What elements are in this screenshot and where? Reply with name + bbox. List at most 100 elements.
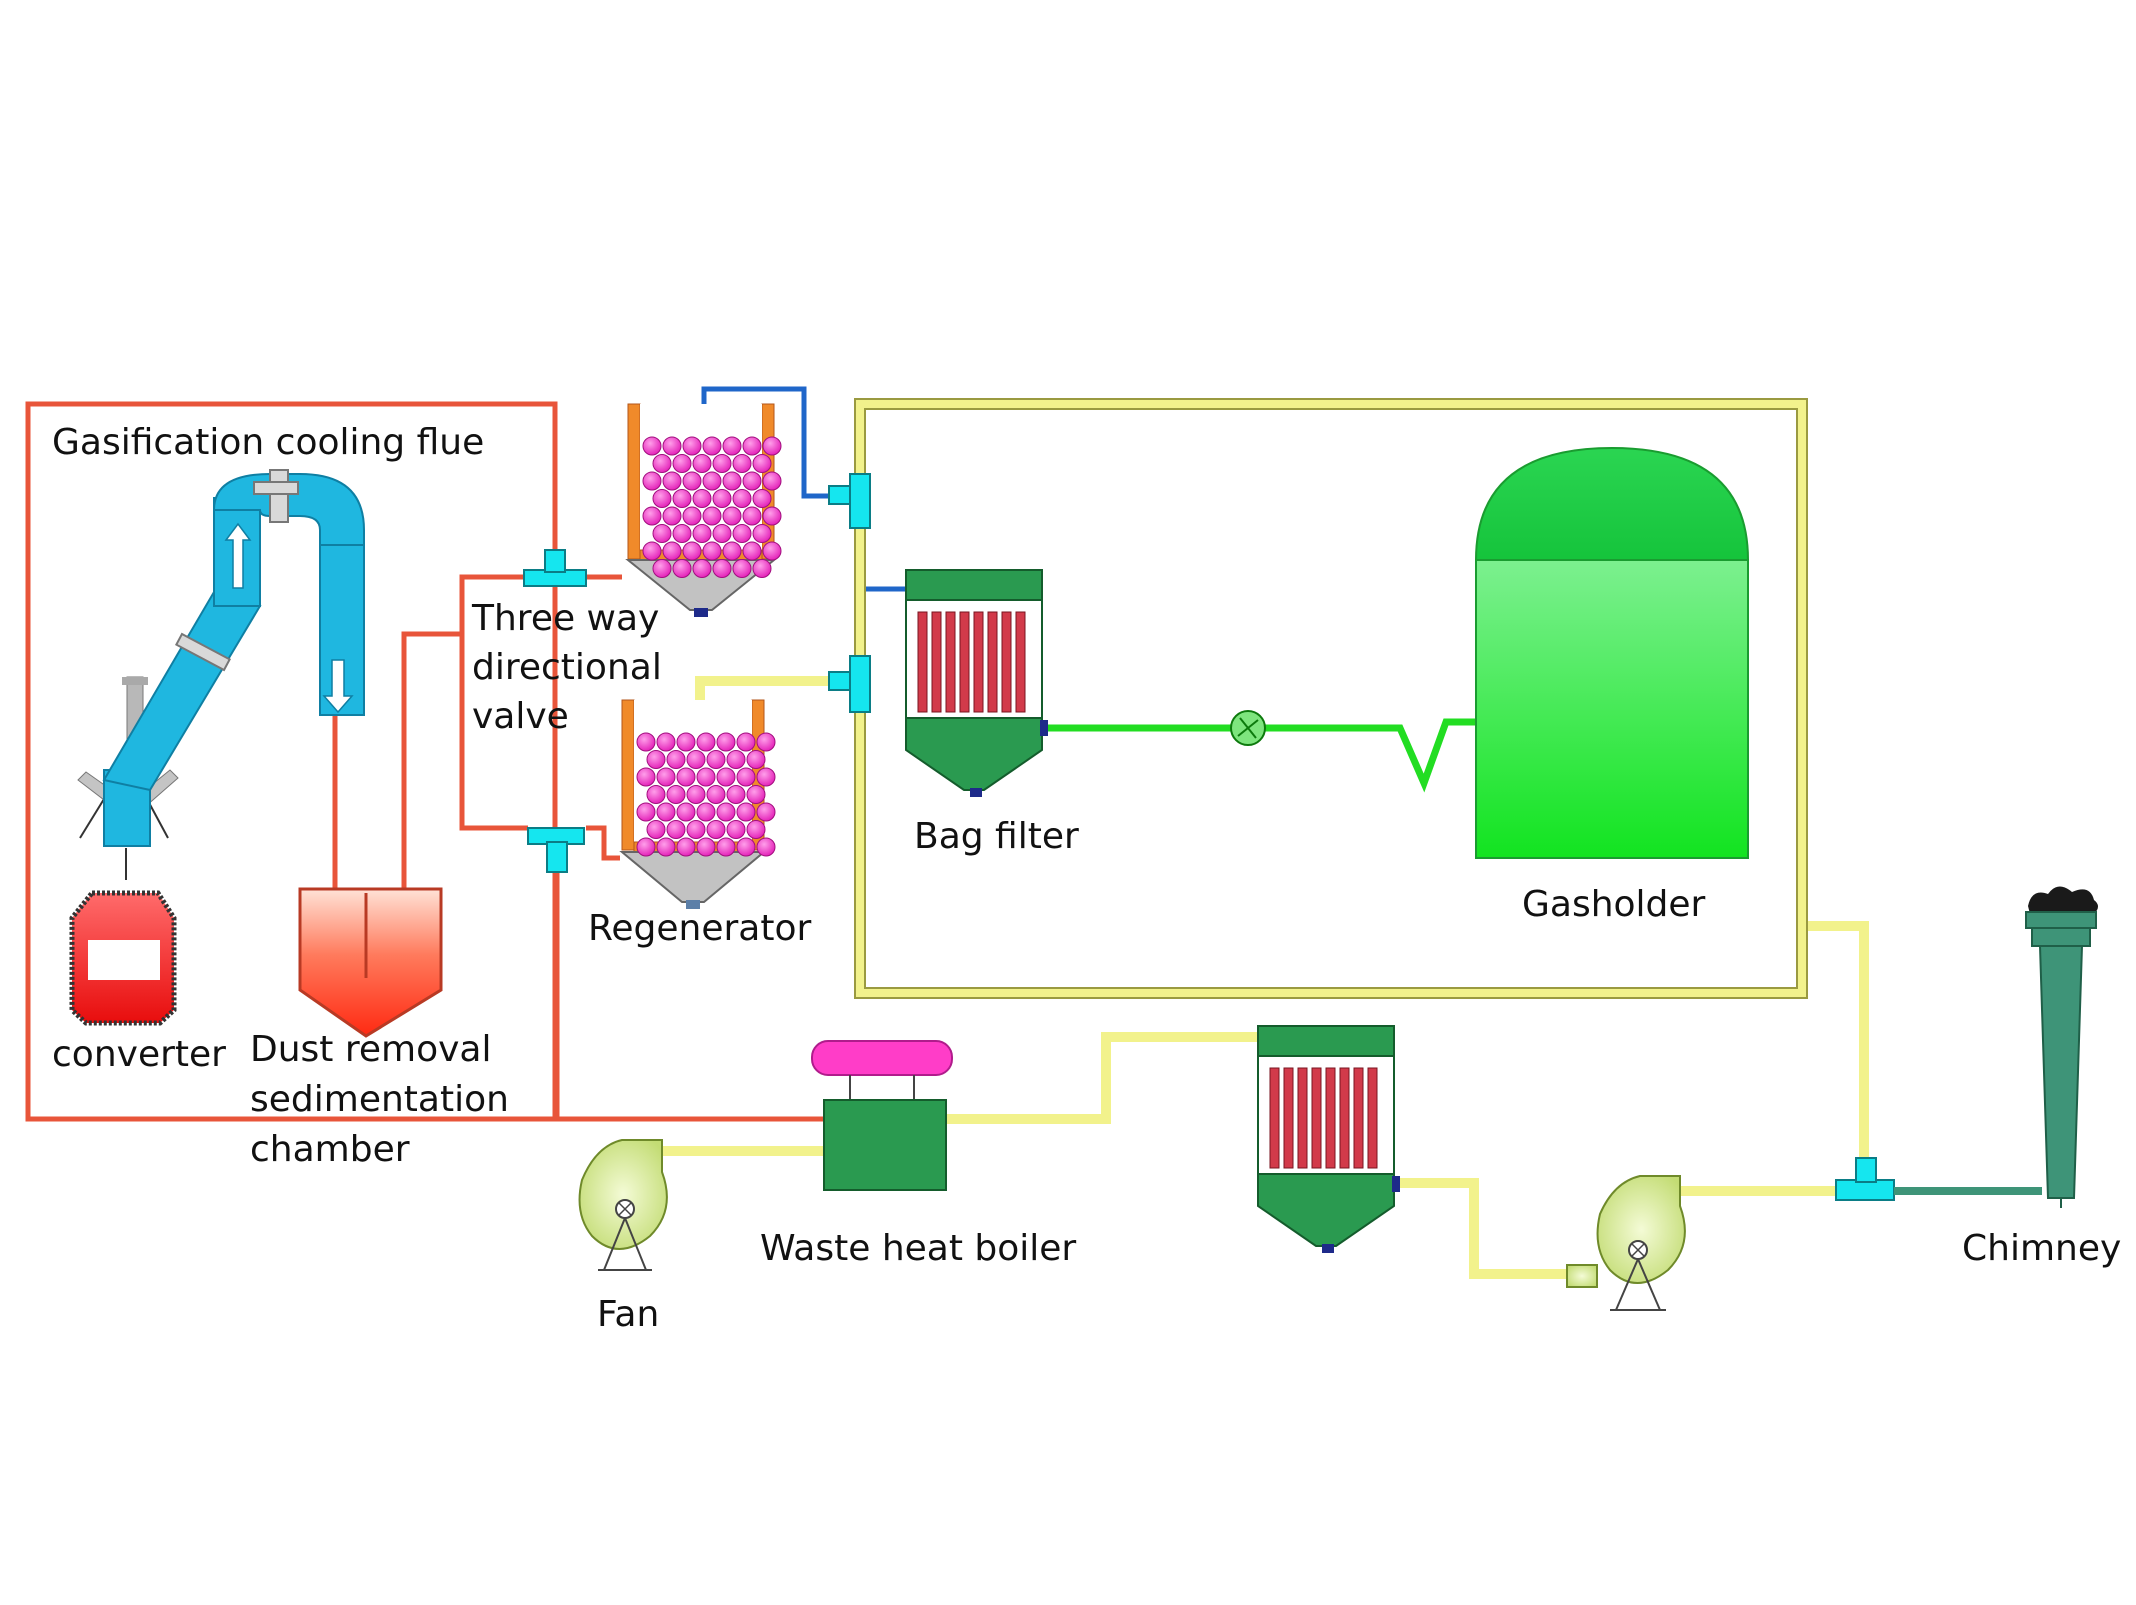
- label-regenerator: Regenerator: [588, 908, 812, 949]
- heat-storage-ball: [702, 541, 722, 561]
- heat-storage-ball: [736, 837, 756, 857]
- heat-storage-ball: [696, 837, 716, 857]
- red-loop-pipe: [25, 401, 824, 1122]
- heat-storage-ball: [642, 541, 662, 561]
- heat-storage-ball: [696, 802, 716, 822]
- label-gasification-cooling-flue: Gasification cooling flue: [52, 422, 485, 463]
- regenerator-upper-balls: [642, 436, 782, 578]
- heat-storage-ball: [736, 732, 756, 752]
- heat-storage-ball: [662, 541, 682, 561]
- heat-storage-ball: [696, 732, 716, 752]
- gasholder: [1474, 446, 1750, 859]
- three-way-valve-upper: [523, 549, 587, 587]
- heat-storage-ball: [706, 820, 726, 839]
- heat-storage-ball: [762, 436, 782, 456]
- yellow-lower-regenerator-link: [695, 676, 831, 700]
- label-converter: converter: [52, 1034, 226, 1075]
- regenerator-upper: [625, 403, 782, 617]
- gasholder-dome: [1474, 446, 1750, 561]
- chimney-smoke: [2028, 886, 2098, 914]
- heat-storage-ball: [702, 436, 722, 456]
- filter-bag: [945, 611, 956, 713]
- heat-storage-ball: [756, 732, 776, 752]
- heat-storage-ball: [762, 471, 782, 491]
- heat-storage-ball: [742, 436, 762, 456]
- heat-storage-ball: [682, 436, 702, 456]
- gasification-cooling-flue: [102, 469, 365, 847]
- heat-storage-ball: [736, 767, 756, 787]
- heat-storage-ball: [662, 436, 682, 456]
- heat-storage-ball: [636, 767, 656, 787]
- regenerator-lower-balls: [636, 732, 776, 857]
- label-gasholder: Gasholder: [1522, 884, 1706, 925]
- label-fan: Fan: [597, 1294, 660, 1335]
- boiler-drum: [811, 1040, 953, 1076]
- three-way-valve-blue-upper: [828, 473, 871, 529]
- heat-storage-ball: [682, 471, 702, 491]
- heat-storage-ball: [746, 820, 766, 839]
- yellow-boiler-to-filter: [946, 1032, 1258, 1124]
- filter-bag: [987, 611, 998, 713]
- waste-heat-boiler: [811, 1040, 953, 1191]
- heat-storage-ball: [666, 820, 686, 839]
- heat-storage-ball: [646, 820, 666, 839]
- yellow-loop-to-valve: [1802, 921, 1869, 1176]
- heat-storage-ball: [636, 802, 656, 822]
- heat-storage-ball: [722, 436, 742, 456]
- yellow-filter-to-fan: [1393, 1178, 1575, 1279]
- heat-storage-ball: [716, 802, 736, 822]
- three-way-valve-lower: [527, 827, 585, 873]
- heat-storage-ball: [726, 820, 746, 839]
- red-sedimentation-outlet: [401, 631, 462, 893]
- heat-storage-ball: [672, 489, 692, 508]
- label-three-way-line2: directional: [472, 647, 662, 688]
- filter-bag: [1367, 1067, 1378, 1169]
- heat-storage-ball: [652, 559, 672, 578]
- filter-bag: [973, 611, 984, 713]
- red-flue-gas-pipes: [25, 401, 824, 1122]
- flow-down-arrow-icon: [322, 659, 354, 714]
- heat-storage-ball: [652, 524, 672, 543]
- heat-storage-ball: [736, 802, 756, 822]
- heat-storage-ball: [676, 732, 696, 752]
- three-way-valve-blue-lower: [828, 655, 871, 713]
- heat-storage-ball: [716, 837, 736, 857]
- heat-storage-ball: [752, 559, 772, 578]
- heat-storage-ball: [646, 750, 666, 769]
- heat-storage-ball: [716, 732, 736, 752]
- label-dust-removal-line1: Dust removal: [250, 1029, 492, 1070]
- green-gas-pipe: [1046, 718, 1476, 793]
- heat-storage-ball: [762, 506, 782, 526]
- flow-up-arrow-icon: [224, 522, 252, 589]
- heat-storage-ball: [722, 506, 742, 526]
- heat-storage-ball: [666, 750, 686, 769]
- heat-storage-ball: [656, 767, 676, 787]
- heat-storage-ball: [732, 454, 752, 473]
- heat-storage-ball: [642, 506, 662, 526]
- label-three-way-line3: valve: [472, 696, 569, 737]
- bag-filter-lower: [1257, 1025, 1400, 1253]
- heat-storage-ball: [732, 559, 752, 578]
- label-dust-removal-line2: sedimentation: [250, 1079, 509, 1120]
- heat-storage-ball: [706, 750, 726, 769]
- filter-bag: [1325, 1067, 1336, 1169]
- chimney: [1894, 886, 2098, 1208]
- gasholder-body: [1475, 559, 1749, 859]
- heat-storage-ball: [746, 750, 766, 769]
- bag-filter-upper: [905, 569, 1048, 797]
- heat-storage-ball: [656, 837, 676, 857]
- regenerator-lower: [619, 699, 776, 909]
- heat-storage-ball: [726, 750, 746, 769]
- filter-bag: [1269, 1067, 1280, 1169]
- dust-removal-sedimentation-chamber: [298, 887, 443, 1038]
- heat-storage-ball: [672, 454, 692, 473]
- heat-storage-ball: [662, 506, 682, 526]
- heat-storage-ball: [746, 785, 766, 804]
- fan-right: [1566, 1175, 1686, 1311]
- fan-left: [578, 1139, 668, 1271]
- heat-storage-ball: [756, 802, 776, 822]
- heat-storage-ball: [752, 489, 772, 508]
- heat-storage-ball: [686, 820, 706, 839]
- heat-storage-ball: [722, 541, 742, 561]
